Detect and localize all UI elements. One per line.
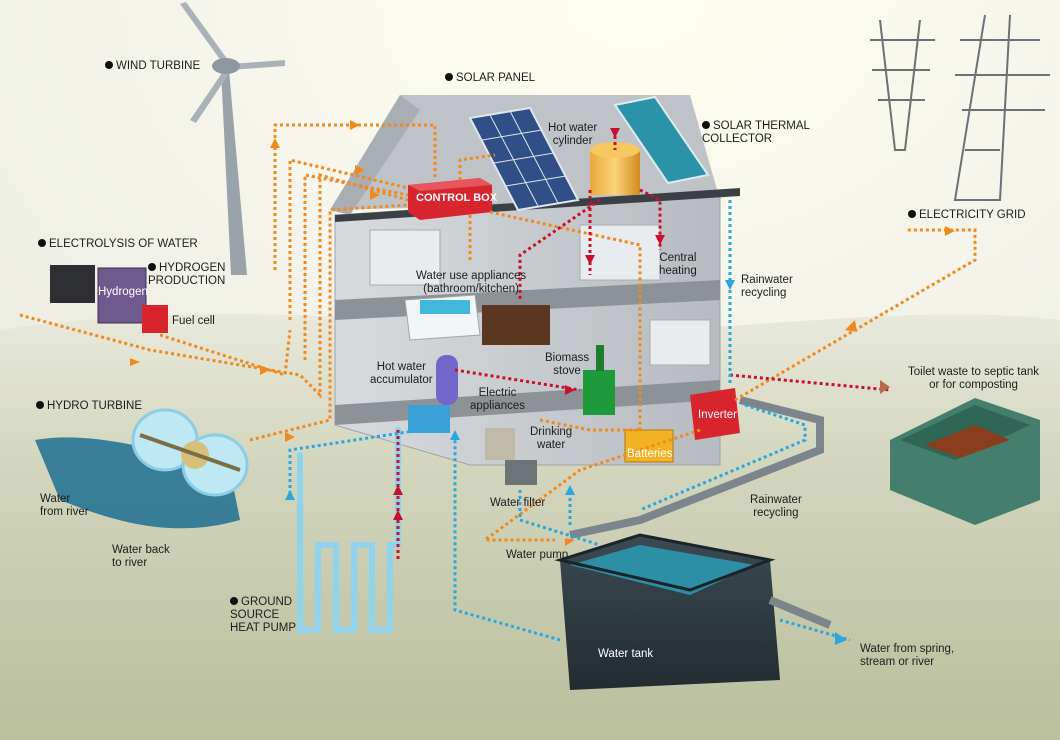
batteries-icon bbox=[624, 429, 674, 463]
ground-heat-pump-coil-icon bbox=[297, 427, 401, 633]
hydro-turbine-icon bbox=[131, 408, 249, 497]
label-hot-water-accumulator: Hot water accumulator bbox=[370, 361, 433, 386]
label-water-from-river: Water from river bbox=[40, 493, 89, 518]
label-hydrogen-production: HYDROGEN PRODUCTION bbox=[148, 262, 226, 287]
label-ground-source-heat-pump: GROUND SOURCE HEAT PUMP bbox=[230, 596, 297, 634]
water-main-pipe bbox=[569, 396, 824, 539]
solar-thermal-collector-icon bbox=[613, 95, 710, 185]
biomass-stove-icon bbox=[583, 345, 615, 415]
flow-arrowheads bbox=[130, 120, 955, 645]
septic-tank-icon bbox=[890, 398, 1040, 525]
label-electric-appliances: Electric appliances bbox=[470, 387, 525, 412]
label-water-filter: Water filter bbox=[490, 497, 546, 509]
label-rainwater-recycling-bottom: Rainwater recycling bbox=[750, 494, 802, 519]
control-box bbox=[408, 178, 492, 220]
spring-pipe bbox=[768, 596, 832, 629]
label-water-tank: Water tank bbox=[598, 648, 654, 660]
label-rainwater-recycling-top: Rainwater recycling bbox=[741, 274, 793, 299]
label-water-use-appliances: Water use appliances (bathroom/kitchen) bbox=[416, 270, 527, 295]
bathroom-kitchen-appliances-icon bbox=[404, 294, 550, 345]
wind-turbine-icon bbox=[180, 2, 285, 275]
electrolysis-units-icon bbox=[50, 265, 168, 333]
solar-panel-icon bbox=[468, 106, 580, 212]
label-biomass-stove: Biomass stove bbox=[545, 352, 590, 377]
label-water-back-to-river: Water back to river bbox=[112, 544, 170, 569]
label-central-heating: Central heating bbox=[659, 252, 697, 277]
label-toilet-waste: Toilet waste to septic tank or for compo… bbox=[908, 366, 1040, 391]
label-drinking-water: Drinking water bbox=[530, 426, 573, 451]
label-water-from-spring: Water from spring, stream or river bbox=[860, 643, 955, 668]
water-tank-icon bbox=[554, 533, 780, 690]
label-solar-thermal-collector: SOLAR THERMAL COLLECTOR bbox=[702, 120, 810, 145]
label-batteries: Batteries bbox=[627, 448, 673, 460]
label-wind-turbine: WIND TURBINE bbox=[105, 60, 200, 73]
label-inverter: Inverter bbox=[698, 409, 737, 421]
label-electricity-grid: ELECTRICITY GRID bbox=[908, 209, 1026, 222]
label-water-pump: Water pump bbox=[506, 549, 569, 561]
drinking-water-unit-icon bbox=[485, 428, 537, 485]
label-control-box: CONTROL BOX bbox=[416, 192, 498, 204]
label-hydro-turbine: HYDRO TURBINE bbox=[36, 400, 142, 413]
label-hot-water-cylinder: Hot water cylinder bbox=[548, 122, 598, 147]
inverter-icon bbox=[690, 388, 740, 440]
label-fuel-cell: Fuel cell bbox=[172, 315, 215, 327]
label-hydrogen: Hydrogen bbox=[98, 286, 148, 298]
electricity-pylons-icon bbox=[870, 14, 1050, 201]
label-electrolysis-of-water: ELECTROLYSIS OF WATER bbox=[38, 238, 198, 251]
hot-water-accumulator-icon bbox=[408, 355, 458, 433]
hot-water-flow-lines bbox=[396, 130, 891, 560]
label-solar-panel: SOLAR PANEL bbox=[445, 72, 535, 85]
